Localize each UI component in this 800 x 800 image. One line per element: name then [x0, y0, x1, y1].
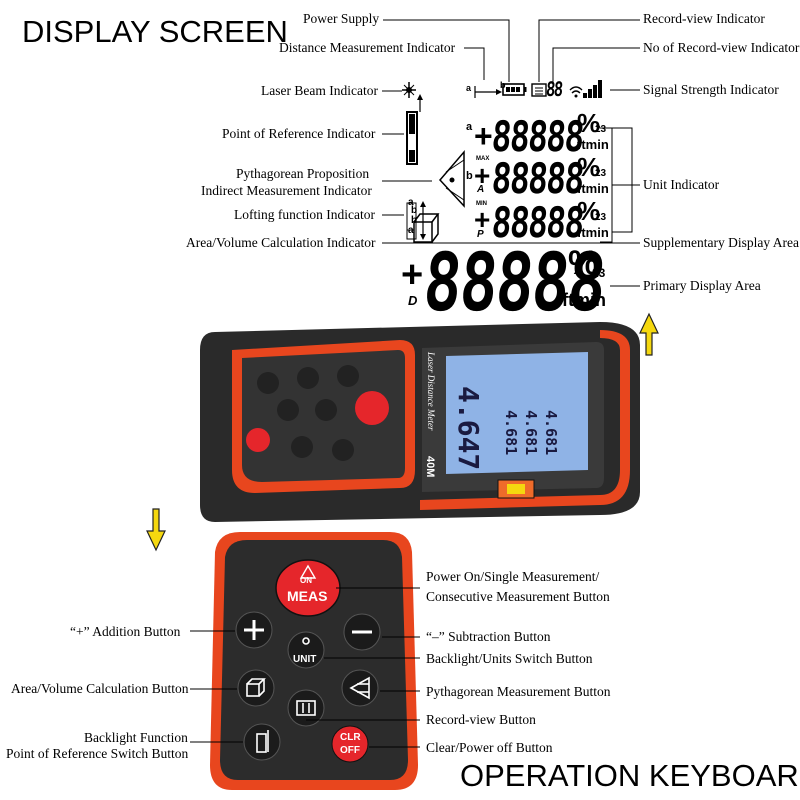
lcd-row-b: b	[466, 170, 473, 182]
lcd-plus-3: +	[474, 204, 491, 235]
lcd-percent-2: %	[577, 152, 601, 182]
lcd-sup-1: 23	[595, 124, 607, 135]
label-power-on-2: Consecutive Measurement Button	[426, 589, 610, 604]
lcd-lofting-b1: b	[411, 205, 418, 216]
label-area-volume: Area/Volume Calculation Indicator	[186, 235, 376, 250]
label-lofting: Lofting function Indicator	[234, 207, 375, 222]
lcd-lofting-b2: b	[411, 215, 418, 226]
lcd-plus-2: +	[474, 160, 491, 191]
device-range: 40M	[424, 456, 436, 478]
label-subtraction: “–” Subtraction Button	[426, 629, 551, 644]
label-signal-strength: Signal Strength Indicator	[643, 82, 779, 97]
meas-button[interactable]: MEAS	[287, 588, 328, 604]
unit-button[interactable]: UNIT	[293, 654, 317, 665]
label-supplementary: Supplementary Display Area	[643, 235, 799, 250]
label-point-of-reference: Point of Reference Indicator	[222, 126, 376, 141]
operation-keyboard-title: OPERATION KEYBOARD	[460, 758, 800, 793]
label-pythagorean-1: Pythagorean Proposition	[236, 166, 370, 181]
label-no-record-view: No of Record-view Indicator	[643, 40, 800, 55]
label-power-on-1: Power On/Single Measurement/	[426, 569, 600, 584]
device-body	[200, 322, 640, 522]
lcd-lofting-a2: a	[408, 225, 414, 236]
device-brand-text: Laser Distance Meter	[426, 352, 436, 431]
label-unit-indicator: Unit Indicator	[643, 177, 720, 192]
label-primary: Primary Display Area	[643, 278, 761, 293]
lcd-row-A: A	[477, 184, 485, 195]
lcd-percent-3: %	[577, 196, 601, 226]
display-screen-title: DISPLAY SCREEN	[22, 14, 288, 49]
label-pythagorean-button: Pythagorean Measurement Button	[426, 684, 611, 699]
label-backlight-ref-2: Point of Reference Switch Button	[6, 746, 189, 761]
label-pythagorean-2: Indirect Measurement Indicator	[201, 183, 372, 198]
lcd-row-D: D	[408, 293, 418, 308]
device-screen-digits-1: 4.647	[452, 386, 485, 471]
label-clear-power: Clear/Power off Button	[426, 740, 553, 755]
device-screen-digits-3: 4.681	[522, 410, 540, 456]
lcd-plus-1: +	[474, 118, 493, 154]
lcd-unit-primary: ftmin	[562, 290, 606, 310]
device-side-label: Laser Distance Meter 40M	[418, 348, 448, 488]
lcd-percent-primary: %	[568, 244, 599, 282]
label-power-supply: Power Supply	[303, 11, 380, 26]
meas-on-text: ON	[300, 576, 312, 585]
lcd-plus-primary: +	[401, 254, 424, 296]
lcd-sup-primary: 23	[592, 266, 606, 280]
lcd-percent-1: %	[577, 108, 601, 138]
lcd-sup-2: 23	[595, 168, 607, 179]
keypad-panel	[190, 532, 420, 790]
lcd-dist-a: a	[466, 83, 472, 93]
lcd-unit-1: ftmin	[577, 137, 609, 152]
lcd-record-digits: 88	[545, 77, 563, 101]
clr-text[interactable]: CLR	[340, 732, 361, 743]
lcd-row-P: P	[477, 229, 484, 240]
label-record-view-button: Record-view Button	[426, 712, 536, 727]
lcd-unit-3: ftmin	[577, 225, 609, 240]
lcd-row-min: MIN	[476, 201, 487, 207]
label-backlight-units: Backlight/Units Switch Button	[426, 651, 593, 666]
label-distance-measurement: Distance Measurement Indicator	[279, 40, 456, 55]
label-addition: “+” Addition Button	[70, 624, 181, 639]
label-backlight-ref-1: Backlight Function	[84, 730, 188, 745]
device-screen-digits-2: 4.681	[502, 410, 520, 456]
lcd-dist-b: b	[500, 80, 506, 90]
lcd-row-a: a	[466, 121, 473, 133]
label-laser-beam: Laser Beam Indicator	[261, 83, 378, 98]
off-text[interactable]: OFF	[340, 745, 360, 756]
lcd-sup-3: 23	[595, 212, 607, 223]
lcd-row-max: MAX	[476, 156, 490, 162]
lcd-lofting-a: a	[408, 197, 414, 208]
label-record-view: Record-view Indicator	[643, 11, 765, 26]
lcd-digits-row-2: 88888	[489, 154, 585, 203]
lcd-unit-2: ftmin	[577, 181, 609, 196]
device-screen-digits-4: 4.681	[542, 410, 560, 456]
label-area-volume-button: Area/Volume Calculation Button	[11, 681, 189, 696]
